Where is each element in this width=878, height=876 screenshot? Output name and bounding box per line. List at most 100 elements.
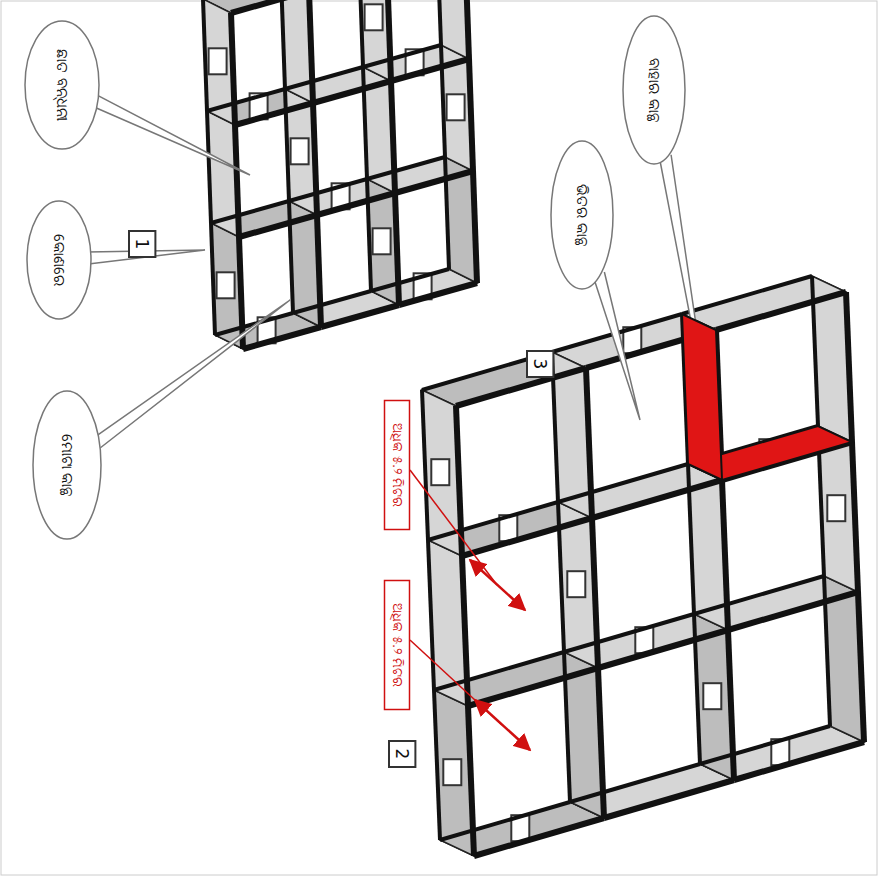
band	[239, 237, 243, 349]
building-one	[203, 0, 477, 349]
band	[682, 276, 812, 314]
band	[473, 171, 477, 283]
dimension-label: ଅଧିକ ୫.୨ ମିଟର	[384, 400, 410, 530]
band	[391, 81, 395, 193]
band	[428, 540, 434, 690]
band	[852, 442, 858, 592]
band	[469, 59, 473, 171]
band	[207, 89, 285, 111]
band	[592, 518, 598, 668]
band	[387, 0, 391, 81]
speech-bubble: ଛାତ ବନ୍ଧନୀ	[24, 20, 100, 150]
callout-number: 3	[530, 359, 550, 370]
window	[291, 138, 309, 164]
band	[434, 690, 440, 840]
window	[703, 683, 721, 709]
band	[688, 464, 694, 614]
band	[694, 614, 700, 764]
band	[391, 59, 469, 81]
window	[373, 228, 391, 254]
band	[317, 193, 395, 215]
band	[231, 13, 235, 125]
band	[313, 103, 317, 215]
window	[447, 94, 465, 120]
band	[564, 652, 570, 802]
band	[309, 0, 313, 103]
speech-bubble: ମୋଟା କାନ୍ଥ	[32, 390, 102, 540]
dimension-marks	[470, 314, 852, 750]
window	[443, 759, 461, 785]
band	[722, 480, 728, 630]
band	[422, 390, 428, 540]
window	[217, 272, 235, 298]
band	[235, 103, 313, 125]
band	[858, 592, 864, 742]
window	[567, 571, 585, 597]
band	[321, 305, 399, 327]
band	[243, 327, 321, 349]
band	[399, 283, 477, 305]
band	[700, 726, 830, 764]
speech-bubble: କୋଣରେ	[26, 200, 92, 320]
band	[363, 67, 367, 179]
bubble-label: କୋଣରେ	[50, 234, 68, 286]
dimension-arrow	[470, 560, 525, 610]
band	[570, 764, 700, 802]
speech-bubble: ବାହାର କାନ୍ଥ	[622, 15, 686, 165]
dimension-arrow	[475, 700, 530, 750]
band	[694, 576, 824, 614]
window	[365, 4, 383, 30]
band	[728, 630, 734, 780]
band	[598, 668, 604, 818]
band	[564, 614, 694, 652]
band	[211, 201, 289, 223]
callout-number: 2	[392, 749, 412, 760]
band	[359, 0, 363, 67]
band	[203, 0, 207, 111]
band	[285, 89, 289, 201]
band	[456, 406, 462, 556]
band	[395, 171, 473, 193]
band	[289, 201, 293, 313]
band	[440, 802, 570, 840]
bubble-tail	[593, 272, 640, 420]
band	[289, 179, 367, 201]
band	[428, 502, 558, 540]
band	[445, 157, 449, 269]
callout-number: 3	[526, 350, 554, 378]
dimension-text: ଅଧିକ ୫.୨ ମିଟର	[389, 423, 405, 507]
band	[441, 45, 445, 157]
dimension-label: ଅଧିକ ୫.୨ ମିଟର	[384, 580, 410, 710]
bubble-label: ବାହାର କାନ୍ଥ	[645, 58, 663, 122]
leader-line	[410, 470, 497, 585]
building-three	[422, 276, 864, 856]
callout-number: 1	[128, 230, 156, 258]
band	[211, 223, 215, 335]
band	[846, 292, 852, 442]
callout-number: 1	[132, 239, 152, 250]
red-wall	[682, 314, 722, 480]
band	[824, 576, 830, 726]
band	[434, 652, 564, 690]
bubble-tails	[88, 95, 710, 725]
band	[462, 556, 468, 706]
bubble-tail	[92, 95, 250, 175]
band	[812, 276, 818, 426]
band	[317, 215, 321, 327]
wall	[682, 314, 722, 480]
band	[558, 464, 688, 502]
band	[239, 215, 317, 237]
band	[215, 313, 293, 335]
band	[371, 269, 449, 291]
window	[431, 459, 449, 485]
dimension-text: ଅଧିକ ୫.୨ ମିଟର	[389, 603, 405, 687]
callout-number: 2	[388, 740, 416, 768]
window	[827, 495, 845, 521]
band	[558, 502, 564, 652]
band	[363, 45, 441, 67]
band	[207, 111, 211, 223]
band	[285, 67, 363, 89]
band	[293, 291, 371, 313]
